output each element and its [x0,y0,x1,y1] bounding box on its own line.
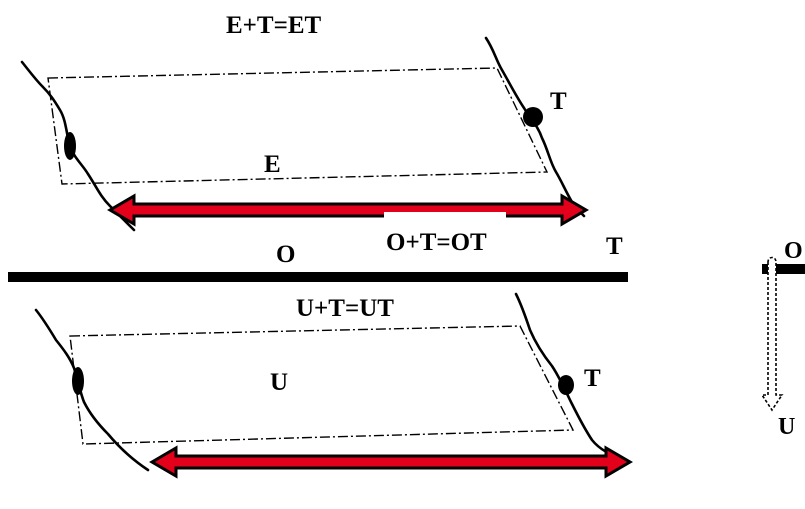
t-label-top: T [550,88,567,115]
u-label: U [270,369,288,396]
side-o-label: O [784,238,803,264]
lower-left-bead [72,367,84,395]
upper-right-bead [523,107,543,127]
middle-bar [8,272,628,282]
upper-double-arrow [110,196,586,224]
upper-section [22,38,586,242]
o-label: O [276,241,295,268]
upper-left-bead [64,132,76,160]
side-figure [762,258,805,411]
lower-parallelogram [70,326,573,444]
t-label-middle: T [606,233,623,260]
e-label: E [264,151,281,178]
et-equation-label: E+T=ET [226,12,322,39]
side-u-label: U [778,414,795,440]
lower-right-bead [558,375,574,395]
t-label-bottom: T [584,365,601,392]
side-arrow [762,258,782,411]
upper-parallelogram [48,68,547,184]
lower-right-thread [516,294,626,460]
upper-right-thread [486,38,584,216]
ut-equation-label: U+T=UT [296,295,394,322]
lower-double-arrow [152,448,630,476]
ot-equation-label: O+T=OT [386,229,487,256]
